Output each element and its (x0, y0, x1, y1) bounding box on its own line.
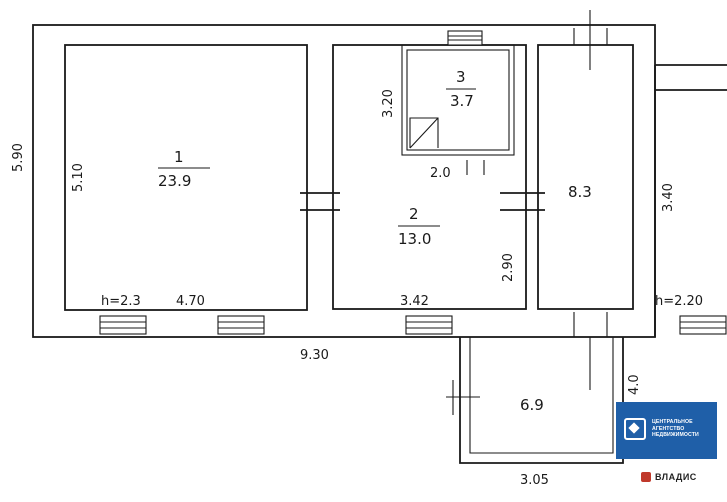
dimension-labels: 9.30 5.90 5.10 4.70 3.42 2.90 3.20 2.0 3… (11, 89, 703, 488)
dim-total-width: 9.30 (300, 348, 329, 363)
room-3-number: 3 (456, 68, 466, 86)
room-labels: 1 23.9 2 13.0 3 3.7 8.3 6.9 (158, 68, 592, 414)
dim-room3-depth: 3.20 (381, 89, 396, 118)
logo-line-3: НЕДВИЖИМОСТИ (652, 432, 699, 438)
dim-room1-width: 4.70 (176, 294, 205, 309)
room-1-number: 1 (174, 148, 184, 166)
walls (32, 24, 727, 464)
logo-line-1: ЦЕНТРАЛЬНОЕ (652, 419, 693, 425)
room-1-area: 23.9 (158, 172, 191, 190)
room-area-porch: 6.9 (520, 396, 544, 414)
agency-logo-text: ЦЕНТРАЛЬНОЕ АГЕНТСТВО НЕДВИЖИМОСТИ (652, 419, 714, 439)
dim-porch-depth: 4.0 (627, 374, 642, 395)
dim-right-depth: 3.40 (661, 183, 676, 212)
height-right: h=2.20 (655, 294, 703, 309)
house-icon (641, 472, 651, 482)
brand-name: ВЛАДИС (655, 472, 697, 482)
agency-logo-icon (624, 418, 646, 440)
dim-room2-depth: 2.90 (501, 253, 516, 282)
room-area-right: 8.3 (568, 183, 592, 201)
dim-room3-width: 2.0 (430, 166, 451, 181)
room-2-number: 2 (409, 205, 419, 223)
dim-porch-width: 3.05 (520, 473, 549, 488)
room-3-area: 3.7 (450, 92, 474, 110)
dim-total-depth: 5.90 (11, 143, 26, 172)
logo-line-2: АГЕНТСТВО (652, 425, 685, 432)
dim-room1-depth: 5.10 (71, 163, 86, 192)
room-2-area: 13.0 (398, 230, 431, 248)
brand: ВЛАДИС (641, 470, 697, 484)
agency-logo: ЦЕНТРАЛЬНОЕ АГЕНТСТВО НЕДВИЖИМОСТИ (616, 402, 717, 459)
windows (99, 10, 727, 390)
dim-room2-width: 3.42 (400, 294, 429, 309)
height-left: h=2.3 (101, 294, 141, 309)
